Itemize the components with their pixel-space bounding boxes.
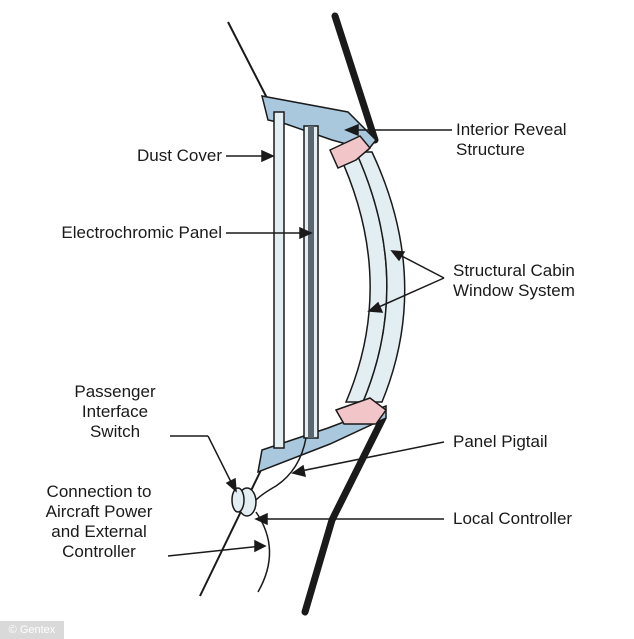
label-line: Window System: [453, 281, 575, 300]
label-dust-cover: Dust Cover: [136, 146, 222, 165]
electrochromic-panel-core: [308, 126, 314, 438]
label-line: Structure: [456, 140, 525, 159]
image-credit: © Gentex: [0, 621, 64, 639]
dust-cover-pane: [273, 111, 285, 449]
label-line: Connection to: [46, 482, 152, 501]
window-pane-inner: [354, 151, 406, 403]
leader-structural-window: [367, 250, 445, 313]
fuselage-outer-skin-upper: [331, 12, 379, 144]
label-panel-pigtail: Panel Pigtail: [453, 432, 548, 451]
label-electrochromic-panel: Electrochromic Panel: [61, 223, 222, 242]
label-line: Switch: [89, 422, 141, 441]
label-line: Aircraft Power: [45, 502, 153, 521]
label-connection-to-aircraft-power: Connection to Aircraft Power and Externa…: [26, 482, 172, 562]
fuselage-inner-wall-upper: [227, 21, 269, 101]
label-line: Controller: [62, 542, 136, 561]
leader-connection-power: [167, 539, 267, 557]
label-passenger-interface-switch: Passenger Interface Switch: [62, 382, 168, 442]
fuselage-outer-skin-lower: [301, 414, 387, 616]
label-structural-cabin-window-system: Structural Cabin Window System: [453, 261, 575, 301]
label-line: Interface: [81, 402, 149, 421]
seal-lower: [334, 397, 388, 425]
leader-interior-reveal: [344, 123, 452, 137]
leader-dust-cover: [226, 149, 275, 163]
leader-electrochromic-panel: [226, 226, 313, 240]
label-local-controller: Local Controller: [453, 509, 573, 528]
seal-upper: [329, 135, 372, 169]
label-line: Passenger: [74, 382, 156, 401]
leader-panel-pigtail: [291, 441, 445, 478]
label-line: and External: [51, 522, 147, 541]
label-line: Interior Reveal: [456, 120, 567, 139]
leader-passenger-switch: [170, 435, 237, 493]
panel-pigtail-cable: [255, 437, 307, 501]
leader-local-controller: [254, 512, 444, 526]
local-controller-cap: [231, 487, 245, 513]
label-line: Structural Cabin: [453, 261, 575, 280]
label-interior-reveal-structure: Interior Reveal Structure: [456, 120, 567, 160]
